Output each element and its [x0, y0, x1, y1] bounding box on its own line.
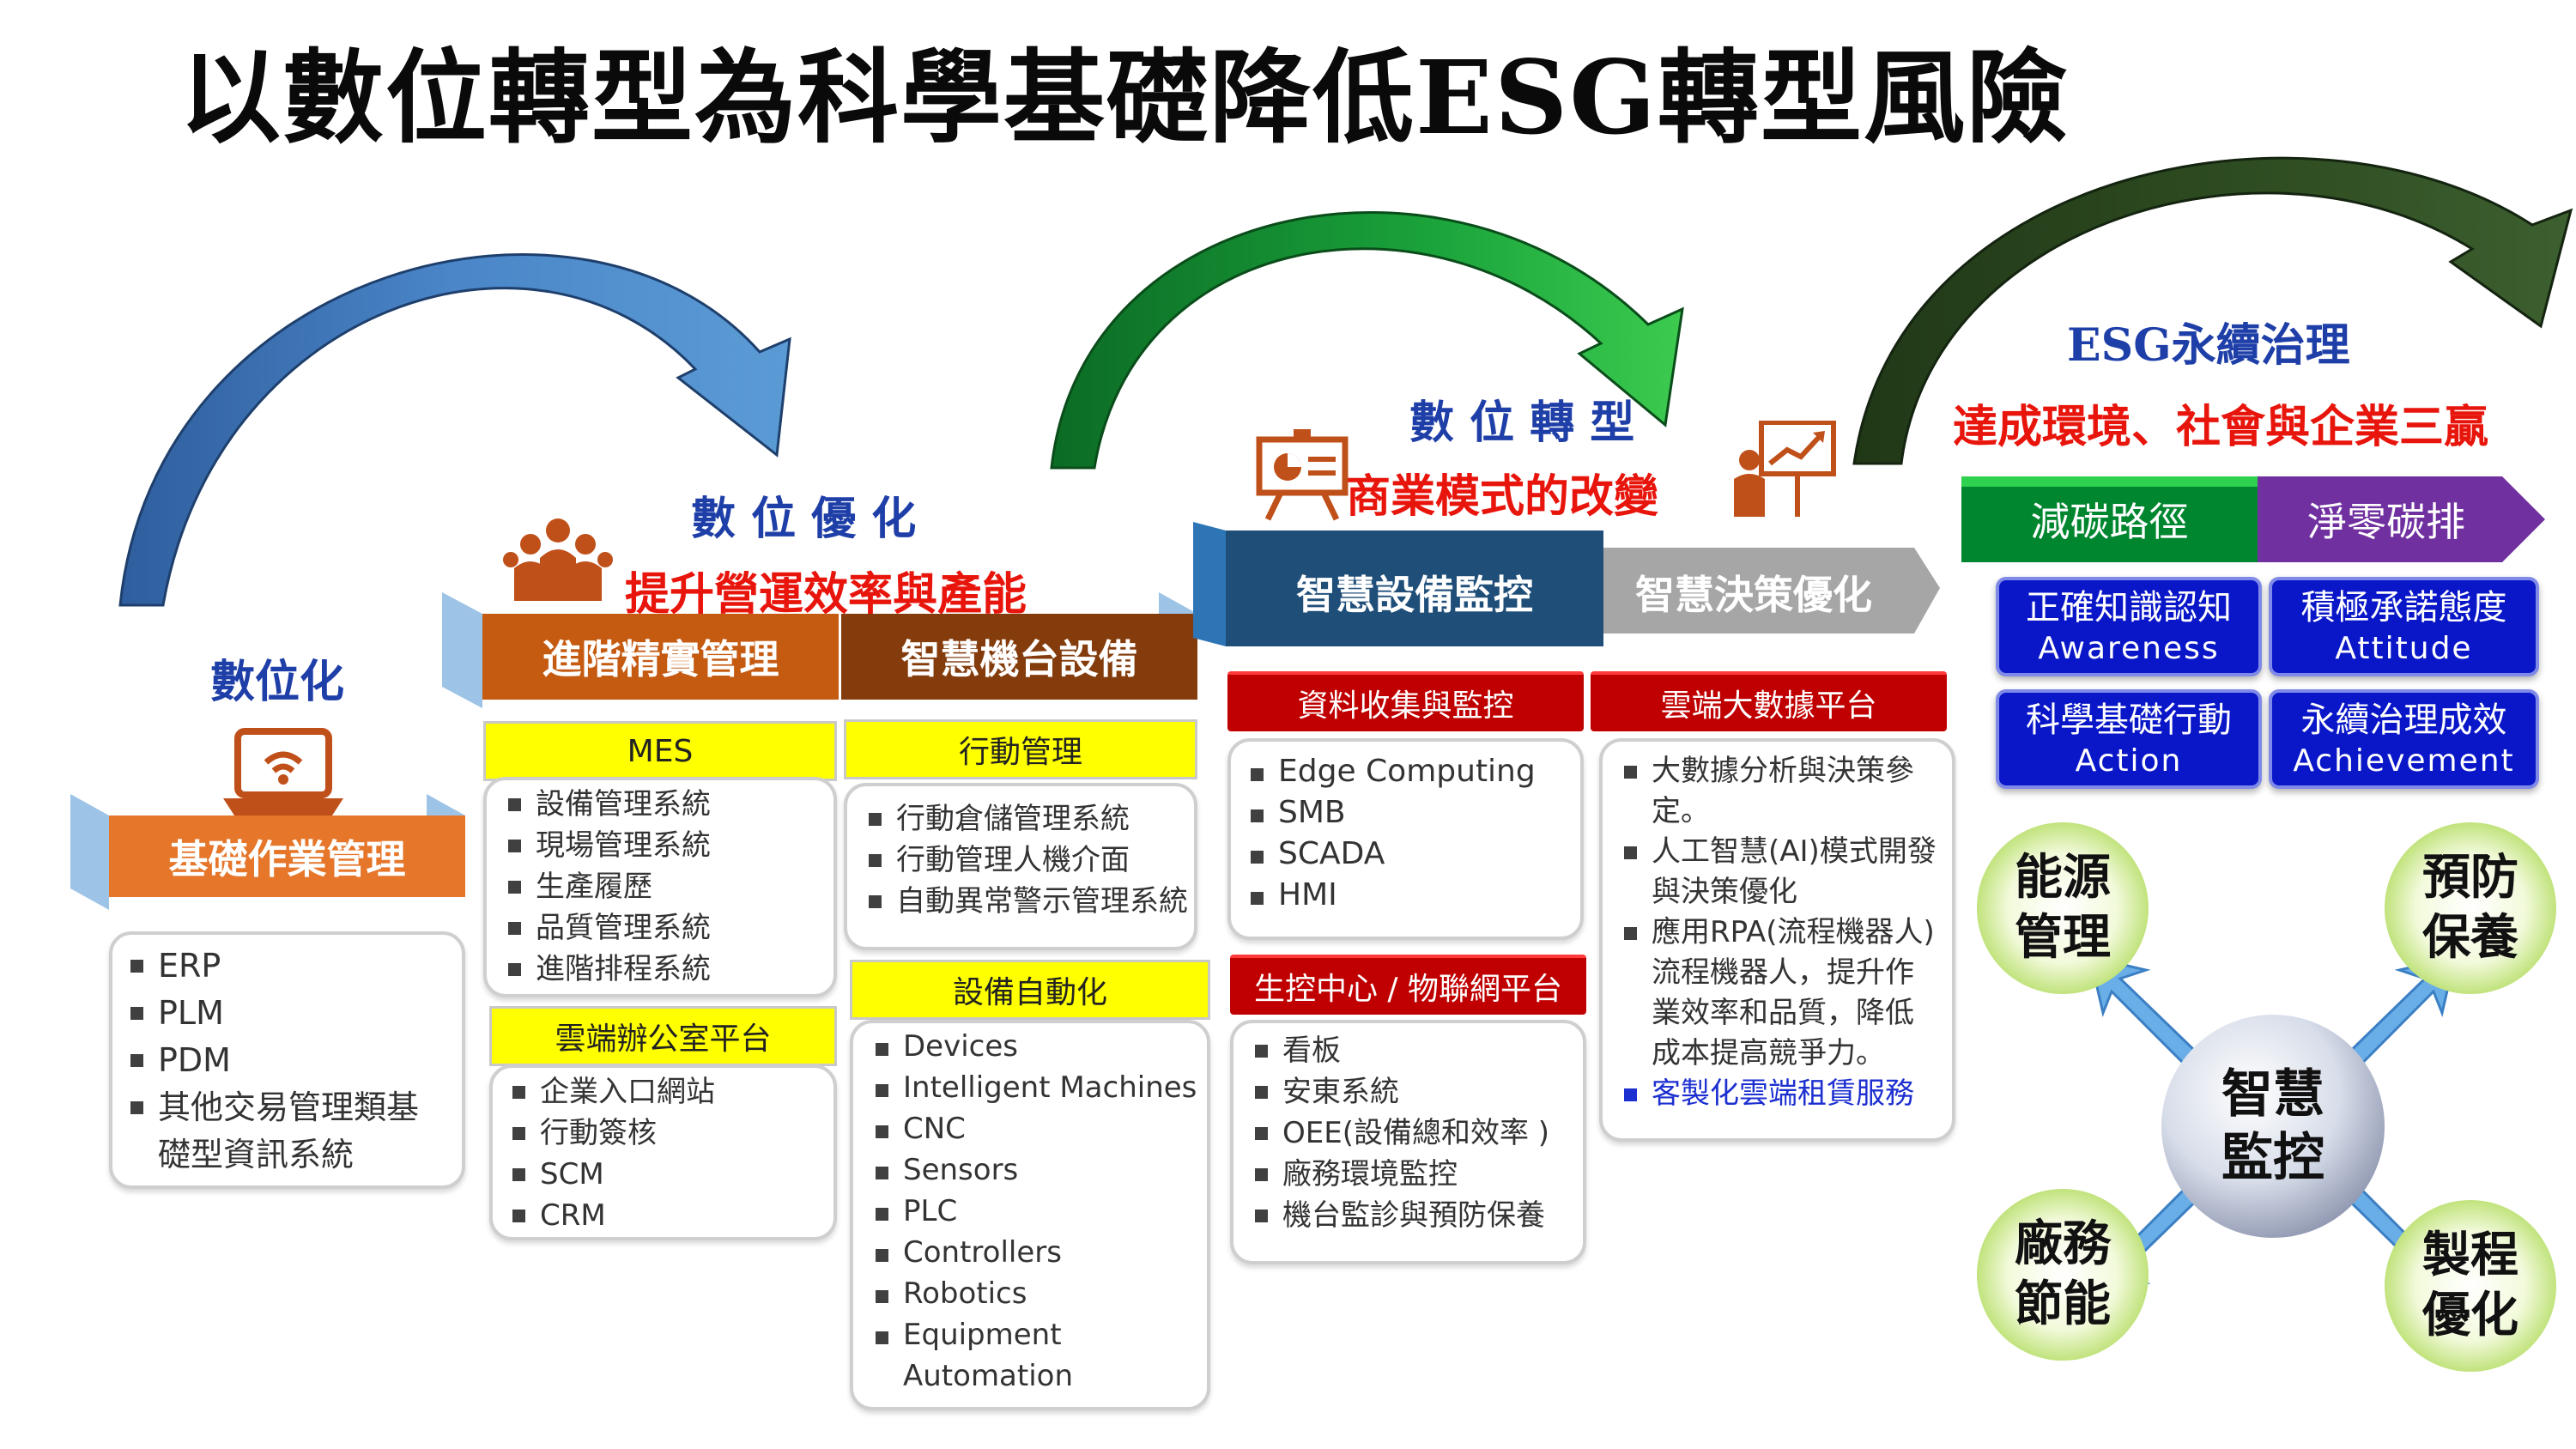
stage3-header-right: 智慧決策優化	[1635, 572, 1872, 618]
mobile-box	[844, 783, 1197, 950]
stage2-header-right: 智慧機台設備	[900, 636, 1138, 682]
cloud-office-title: 雲端辦公室平台	[489, 1006, 837, 1066]
arrow-right-label: 淨零碳排	[2307, 499, 2465, 545]
mobile-title: 行動管理	[844, 719, 1197, 779]
iot-list: 看板 安東系統 OEE(設備總和效率 ) 廠務環境監控 機台監診與預防保養	[1253, 1030, 1579, 1236]
circle-energy: 能源管理	[1977, 822, 2149, 994]
list-item: 行動管理人機介面	[867, 840, 1193, 881]
stage1-header: 基礎作業管理	[168, 835, 406, 882]
mes-list: 設備管理系統 現場管理系統 生產履歷 品質管理系統 進階排程系統	[506, 784, 824, 990]
list-item: 品質管理系統	[506, 907, 824, 949]
list-item: 其他交易管理類基礎型資訊系統	[129, 1084, 446, 1179]
stage1-box	[109, 931, 465, 1189]
list-item: Controllers	[874, 1232, 1204, 1273]
list-item: 生產履歷	[506, 866, 824, 907]
list-item: Sensors	[874, 1149, 1204, 1191]
mobile-list: 行動倉儲管理系統 行動管理人機介面 自動異常警示管理系統	[867, 798, 1193, 922]
mes-title: MES	[483, 721, 837, 781]
list-item: ERP	[129, 943, 446, 990]
arrow-digitize-to-optimize	[118, 253, 791, 607]
list-item: Devices	[874, 1026, 1204, 1067]
list-item: 進階排程系統	[506, 949, 824, 990]
presentation-chart-icon	[1256, 429, 1349, 521]
automation-box	[850, 1020, 1210, 1410]
circle-process: 製程優化	[2385, 1200, 2556, 1372]
stage4-subtitle: 達成環境、社會與企業三贏	[1953, 402, 2489, 453]
stage1-label: 數位化	[210, 657, 345, 708]
list-item: 企業入口網站	[511, 1071, 820, 1113]
stage2-subtitle: 提升營運效率與產能	[625, 569, 1027, 621]
list-item: 行動簽核	[511, 1113, 820, 1154]
stage1-header-shape	[70, 794, 465, 910]
list-item: 應用RPA(流程機器人)流程機器人，提升作業效率和品質，降低成本提高競爭力。	[1622, 912, 1940, 1074]
stage2-header-shape	[442, 592, 1197, 708]
list-item: 大數據分析與決策參定。	[1622, 751, 1940, 832]
list-item: Edge Computing	[1249, 751, 1575, 792]
stage3-header-shape	[1193, 522, 1940, 646]
box-action: 科學基礎行動 Action	[1996, 689, 2262, 789]
people-group-icon	[503, 518, 613, 601]
stage3-label: 數 位 轉 型	[1409, 397, 1635, 449]
arrow-transform-to-esg	[1852, 156, 2573, 465]
cloud-office-box	[489, 1064, 837, 1240]
iot-box	[1230, 1020, 1586, 1264]
list-item: Intelligent Machines	[874, 1067, 1204, 1108]
list-item: Equipment Automation	[874, 1314, 1204, 1397]
list-item: 設備管理系統	[506, 784, 824, 825]
bigdata-box	[1599, 738, 1955, 1142]
arrow-optimize-to-transform	[1050, 210, 1684, 470]
list-item: CNC	[874, 1108, 1204, 1149]
circle-maintenance: 預防保養	[2385, 822, 2556, 994]
list-item: SCADA	[1249, 834, 1575, 875]
list-item: CRM	[511, 1195, 820, 1236]
bigdata-list: 大數據分析與決策參定。 人工智慧(AI)模式開發與決策優化 應用RPA(流程機器…	[1622, 751, 1940, 1114]
list-item: PLM	[129, 990, 446, 1037]
list-item: 行動倉儲管理系統	[867, 798, 1193, 840]
box-attitude: 積極承諾態度 Attitude	[2269, 577, 2539, 676]
page-title: 以數位轉型為科學基礎降低ESG轉型風險	[179, 38, 2070, 157]
list-item: HMI	[1249, 875, 1575, 916]
list-item: 機台監診與預防保養	[1253, 1195, 1579, 1236]
list-item: 廠務環境監控	[1253, 1154, 1579, 1195]
stage2-header-left: 進階精實管理	[542, 636, 779, 682]
stage3-header-left: 智慧設備監控	[1296, 572, 1533, 618]
collect-title: 資料收集與監控	[1227, 671, 1584, 731]
list-item: PDM	[129, 1037, 446, 1084]
list-item: 人工智慧(AI)模式開發與決策優化	[1622, 832, 1940, 912]
cloud-office-list: 企業入口網站 行動簽核 SCM CRM	[511, 1071, 820, 1236]
iot-title: 生控中心 / 物聯網平台	[1230, 955, 1586, 1015]
list-item: OEE(設備總和效率 )	[1253, 1113, 1579, 1154]
automation-list: Devices Intelligent Machines CNC Sensors…	[874, 1026, 1204, 1397]
list-item: 現場管理系統	[506, 825, 824, 866]
bigdata-title: 雲端大數據平台	[1591, 671, 1947, 731]
center-circle: 智慧監控	[2161, 1015, 2385, 1238]
laptop-wifi-icon	[223, 728, 343, 815]
stage1-list: ERP PLM PDM 其他交易管理類基礎型資訊系統	[129, 943, 446, 1179]
presenter-growth-icon	[1734, 421, 1836, 517]
esg-path-arrow	[1961, 476, 2545, 562]
automation-title: 設備自動化	[850, 960, 1210, 1020]
stage4-label: ESG永續治理	[2067, 319, 2350, 372]
list-item: SCM	[511, 1154, 820, 1195]
stage2-label: 數 位 優 化	[691, 494, 917, 545]
collect-box	[1227, 738, 1584, 940]
stage3-subtitle: 商業模式的改變	[1346, 471, 1659, 523]
list-item: SMB	[1249, 792, 1575, 834]
arrow-left-label: 減碳路徑	[2030, 499, 2189, 545]
list-item: Robotics	[874, 1273, 1204, 1314]
collect-list: Edge Computing SMB SCADA HMI	[1249, 751, 1575, 916]
mes-box	[483, 777, 837, 997]
box-achievement: 永續治理成效 Achievement	[2269, 689, 2539, 789]
box-awareness: 正確知識認知 Awareness	[1996, 577, 2262, 676]
list-item: 看板	[1253, 1030, 1579, 1071]
circle-facility: 廠務節能	[1977, 1189, 2149, 1361]
list-item: 自動異常警示管理系統	[867, 881, 1193, 922]
list-item: 安東系統	[1253, 1071, 1579, 1113]
list-item-highlight: 客製化雲端租賃服務	[1622, 1074, 1940, 1114]
list-item: PLC	[874, 1191, 1204, 1232]
